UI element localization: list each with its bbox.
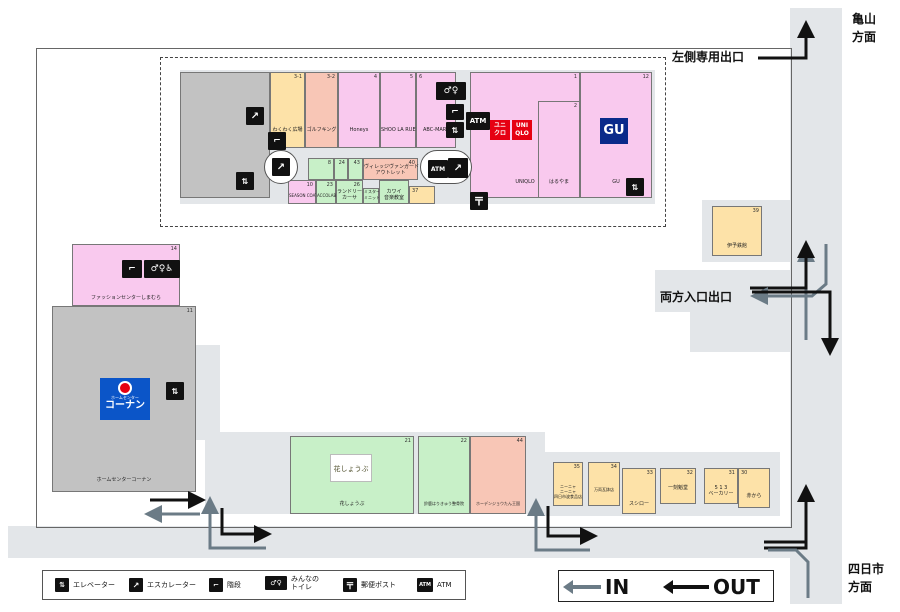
legend-post: 郵便ポスト	[361, 581, 396, 589]
store-37[interactable]: 37	[409, 186, 435, 204]
store-big-grey[interactable]	[180, 72, 270, 198]
road-bottom	[8, 526, 842, 558]
post-icon: 〒	[470, 192, 488, 210]
in-out-box: IN OUT	[558, 570, 774, 602]
store-43[interactable]: 43	[348, 158, 363, 180]
exit-left-only-label: 左側専用出口	[672, 50, 745, 64]
stairs-icon: ⌐	[209, 578, 223, 592]
hanashoubu-logo: 花しょうぶ	[330, 454, 372, 482]
escalator-icon: ↗	[246, 107, 264, 125]
post-icon: 〒	[343, 578, 357, 592]
elevator-icon: ⇅	[626, 178, 644, 196]
direction-top-label: 亀山 方面	[852, 12, 877, 44]
elevator-icon: ⇅	[446, 122, 464, 138]
gu-logo: GU	[600, 118, 628, 144]
store-8[interactable]: 8	[308, 158, 334, 180]
escalator-icon: ↗	[272, 158, 290, 176]
legend-toilet: みんなの トイレ	[291, 575, 319, 591]
road-right	[790, 8, 842, 604]
toilet-icon: ♂♀♿	[144, 260, 180, 278]
legend-atm: ATM	[437, 581, 452, 589]
atm-icon: ATM	[428, 160, 448, 178]
store-minit[interactable]: ミスター ミニット	[363, 188, 380, 204]
legend-elevator: エレベーター	[73, 581, 115, 589]
elevator-icon: ⇅	[55, 578, 69, 592]
legend-stairs: 階段	[227, 581, 241, 589]
toilet-icon: ♂♀	[436, 82, 466, 100]
escalator-icon: ↗	[129, 578, 143, 592]
direction-bottom-label: 四日市 方面	[848, 562, 885, 594]
out-label: OUT	[713, 575, 760, 599]
legend: ⇅ エレベーター ↗ エスカレーター ⌐ 階段 ♂♀ みんなの トイレ 〒 郵便…	[42, 570, 466, 600]
atm-icon: ATM	[417, 578, 433, 592]
store-kawai[interactable]: カワイ 音楽教室	[379, 180, 409, 204]
stairs-icon: ⌐	[268, 132, 286, 150]
store-24[interactable]: 24	[334, 158, 348, 180]
kohnan-logo: ホームセンター コーナン	[100, 378, 150, 420]
elevator-icon: ⇅	[236, 172, 254, 190]
stairs-icon: ⌐	[446, 104, 464, 120]
main-building-dashed	[160, 57, 666, 227]
toilet-icon: ♂♀	[265, 576, 287, 590]
in-label: IN	[605, 575, 630, 599]
stairs-icon: ⌐	[122, 260, 142, 278]
legend-escalator: エスカレーター	[147, 581, 196, 589]
atm-icon: ATM	[466, 112, 490, 130]
elevator-icon: ⇅	[166, 382, 184, 400]
exit-both-label: 両方入口出口	[660, 290, 733, 304]
escalator-icon: ↗	[448, 158, 468, 178]
right-strip	[690, 312, 790, 352]
